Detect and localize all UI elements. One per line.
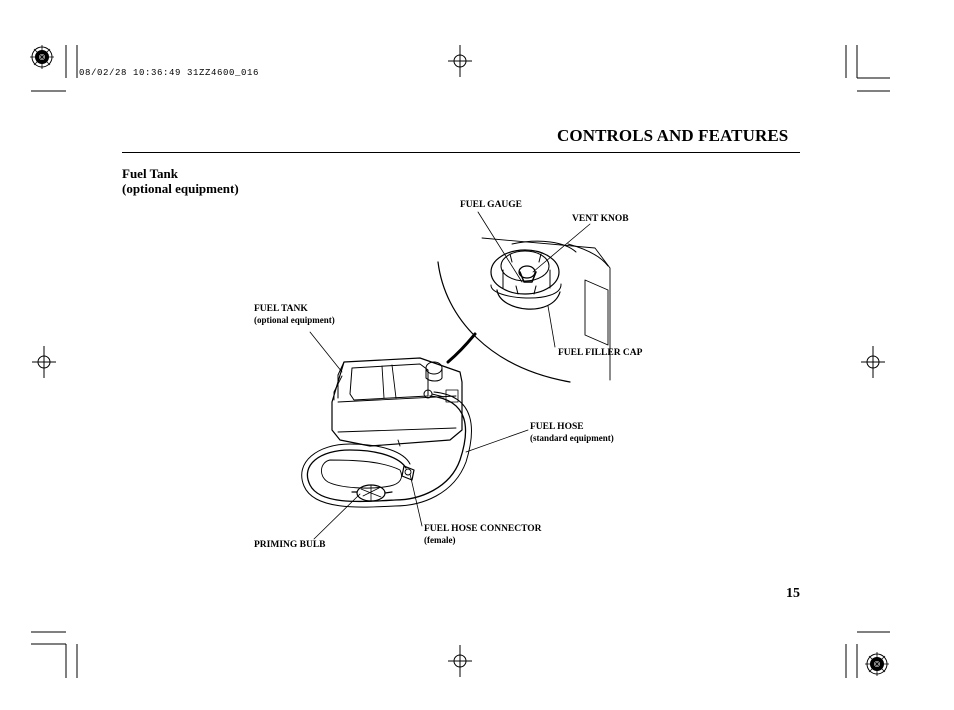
callout-fuel-hose: FUEL HOSE (standard equipment) bbox=[530, 422, 614, 444]
callout-fuel-hose-connector-label: FUEL HOSE CONNECTOR bbox=[424, 524, 542, 534]
callout-vent-knob: VENT KNOB bbox=[572, 214, 629, 224]
callout-fuel-hose-sub: (standard equipment) bbox=[530, 433, 614, 443]
print-stamp: 08/02/28 10:36:49 31ZZ4600_016 bbox=[79, 68, 260, 78]
section-title-line2: (optional equipment) bbox=[122, 181, 239, 196]
callout-fuel-hose-connector-sub: (female) bbox=[424, 535, 456, 545]
callout-priming-bulb: PRIMING BULB bbox=[254, 540, 326, 550]
callout-fuel-hose-connector: FUEL HOSE CONNECTOR (female) bbox=[424, 524, 542, 546]
callout-fuel-tank: FUEL TANK (optional equipment) bbox=[254, 304, 335, 326]
callout-fuel-hose-label: FUEL HOSE bbox=[530, 422, 584, 432]
registration-sunburst-icon bbox=[30, 45, 54, 69]
page-number: 15 bbox=[786, 586, 800, 601]
section-title: Fuel Tank (optional equipment) bbox=[122, 166, 239, 196]
registration-crosshair-icon bbox=[32, 45, 885, 677]
callout-fuel-tank-sub: (optional equipment) bbox=[254, 315, 335, 325]
callout-fuel-filler-cap: FUEL FILLER CAP bbox=[558, 348, 643, 358]
page-title: CONTROLS AND FEATURES bbox=[557, 126, 789, 145]
header-rule bbox=[122, 152, 800, 153]
callout-fuel-tank-label: FUEL TANK bbox=[254, 304, 308, 314]
registration-sunburst-icon bbox=[865, 652, 889, 676]
section-title-line1: Fuel Tank bbox=[122, 166, 179, 181]
callout-fuel-gauge: FUEL GAUGE bbox=[460, 200, 523, 210]
